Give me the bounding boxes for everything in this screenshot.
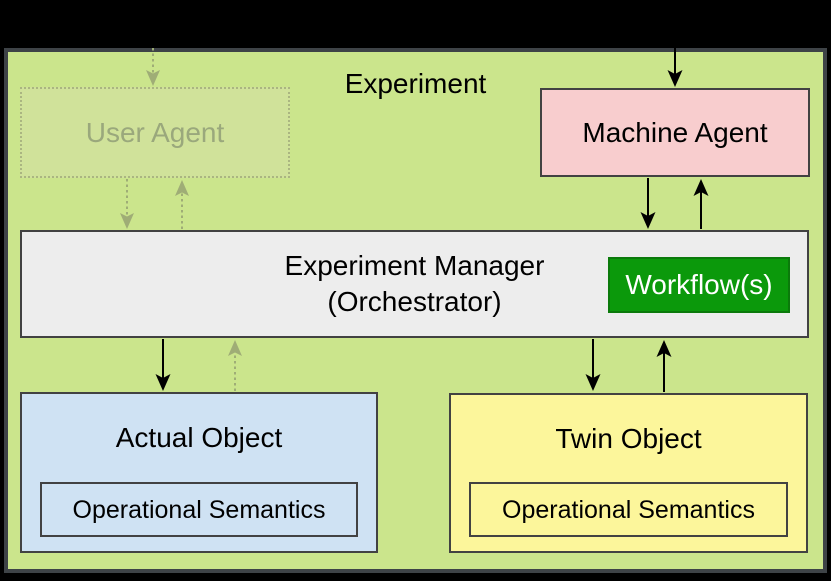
experiment-manager-label-line1: Experiment Manager bbox=[284, 250, 545, 281]
node-workflow: Workflow(s) bbox=[608, 257, 790, 313]
node-machine-agent: Machine Agent bbox=[540, 88, 810, 177]
actual-object-label: Actual Object bbox=[115, 422, 283, 453]
node-twin-object: Twin Object Operational Semantics bbox=[449, 393, 808, 553]
experiment-title: Experiment bbox=[344, 68, 487, 99]
node-experiment-manager: Experiment Manager (Orchestrator) Workfl… bbox=[20, 230, 809, 338]
node-user-agent: User Agent bbox=[20, 87, 290, 178]
actual-operational-semantics-label: Operational Semantics bbox=[72, 495, 326, 524]
twin-object-label: Twin Object bbox=[555, 423, 702, 454]
twin-operational-semantics: Operational Semantics bbox=[469, 482, 788, 537]
machine-agent-label: Machine Agent bbox=[582, 116, 768, 148]
actual-operational-semantics: Operational Semantics bbox=[40, 482, 358, 537]
workflow-label: Workflow(s) bbox=[625, 269, 773, 300]
node-actual-object: Actual Object Operational Semantics bbox=[20, 392, 378, 553]
twin-operational-semantics-label: Operational Semantics bbox=[502, 495, 755, 524]
user-agent-label: User Agent bbox=[85, 116, 225, 148]
experiment-manager-label-line2: (Orchestrator) bbox=[327, 286, 502, 317]
